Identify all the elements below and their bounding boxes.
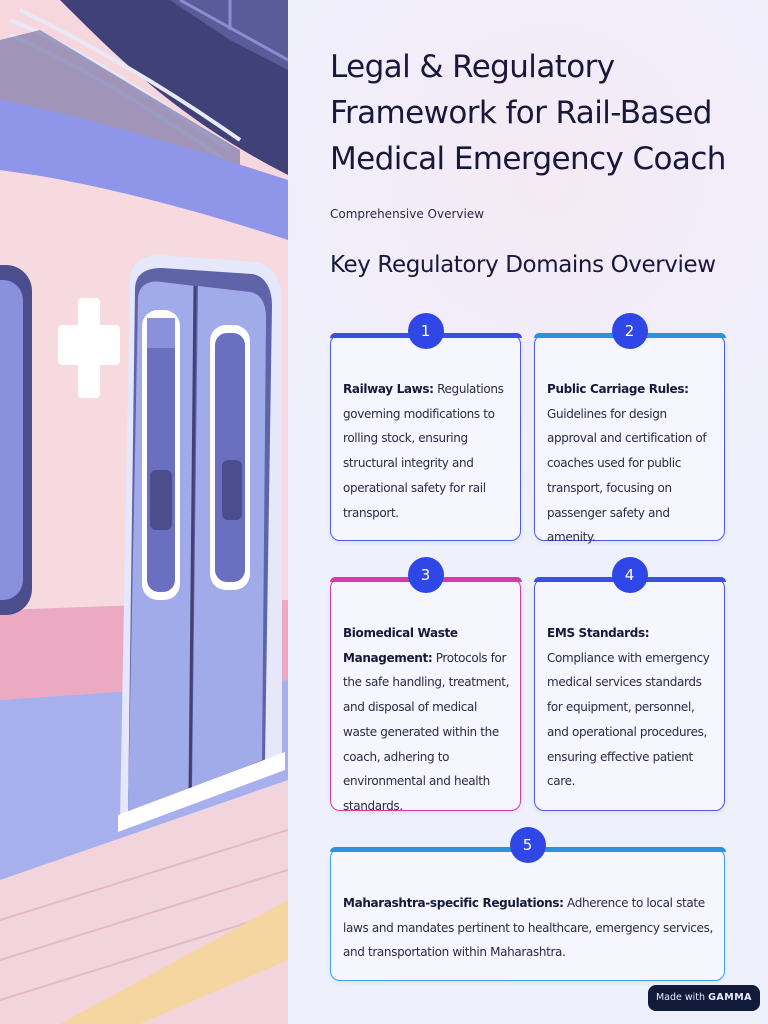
made-with-gamma-badge[interactable]: Made with GAMMA [648, 985, 760, 1011]
card-text: EMS Standards: Compliance with emergency… [547, 621, 714, 794]
regulation-card-5: 5 Maharashtra-specific Regulations: Adhe… [329, 827, 726, 981]
card-text: Biomedical Waste Management: Protocols f… [343, 621, 510, 819]
card-description: Regulations governing modifications to r… [343, 382, 504, 520]
medical-cross-icon [58, 298, 120, 398]
card-number-badge: 2 [611, 313, 648, 349]
train-illustration [0, 0, 288, 1024]
card-number-badge: 1 [407, 313, 444, 349]
card-description: Guidelines for design approval and certi… [547, 406, 707, 545]
card-heading: EMS Standards: [547, 626, 650, 640]
card-description: Adherence to local state laws and mandat… [343, 896, 713, 960]
card-number-badge: 5 [509, 827, 546, 863]
card-number-badge: 3 [407, 557, 444, 593]
gamma-logo: GAMMA [708, 992, 753, 1003]
regulation-card-3: 3 Biomedical Waste Management: Protocols… [329, 557, 522, 813]
regulation-card-1: 1 Railway Laws: Regulations governing mo… [329, 313, 522, 541]
section-heading: Key Regulatory Domains Overview [330, 252, 716, 278]
card-text: Maharashtra-specific Regulations: Adhere… [343, 891, 714, 965]
card-heading: Public Carriage Rules: [547, 382, 689, 396]
card-description: Compliance with emergency medical servic… [547, 650, 710, 789]
page-subtitle: Comprehensive Overview [330, 207, 485, 221]
card-heading: Biomedical Waste Management: [343, 626, 458, 665]
card-number-badge: 4 [611, 557, 648, 593]
card-description: Protocols for the safe handling, treatme… [343, 650, 510, 813]
train-coach-image [0, 0, 288, 1024]
card-heading: Maharashtra-specific Regulations: [343, 896, 564, 910]
content-panel: Legal & Regulatory Framework for Rail-Ba… [288, 0, 768, 1024]
regulation-card-4: 4 EMS Standards: Compliance with emergen… [533, 557, 726, 811]
made-with-label: Made with [655, 992, 706, 1003]
regulation-card-2: 2 Public Carriage Rules: Guidelines for … [533, 313, 726, 544]
page-title: Legal & Regulatory Framework for Rail-Ba… [330, 49, 726, 177]
card-text: Railway Laws: Regulations governing modi… [343, 377, 510, 525]
card-text: Public Carriage Rules: Guidelines for de… [547, 377, 714, 550]
card-heading: Railway Laws: [343, 382, 434, 396]
